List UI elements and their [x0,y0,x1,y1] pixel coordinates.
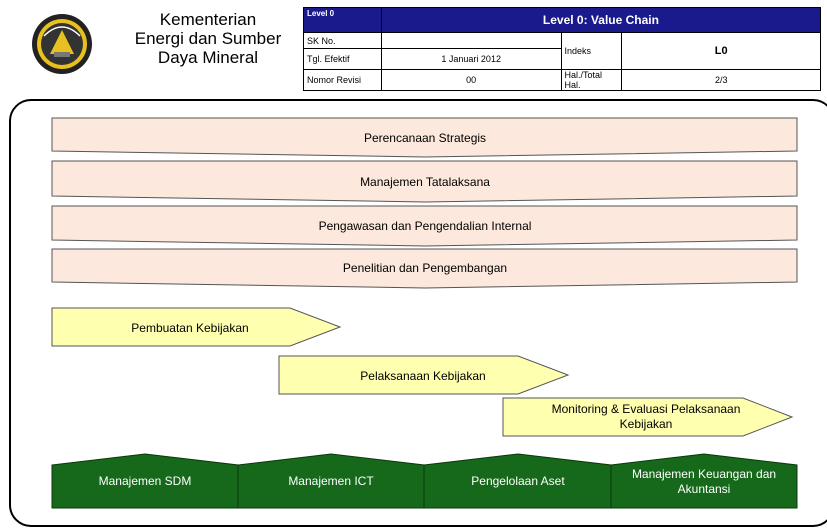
diagram-frame [9,99,827,527]
document-control-table: Level 0 Level 0: Value Chain SK No. Inde… [303,6,822,92]
core-step-2: Pelaksanaan Kebijakan [278,355,570,395]
sk-label: SK No. [303,32,382,50]
management-band-label-2: Manajemen Tatalaksana [360,175,490,189]
core-step-label-1: Pembuatan Kebijakan [131,321,248,335]
core-step-label-3b: Kebijakan [620,417,673,431]
support-block-4: Manajemen Keuangan dan Akuntansi [610,453,798,509]
core-step-label-3a: Monitoring & Evaluasi Pelaksanaan [552,402,741,416]
support-block-1: Manajemen SDM [51,453,239,509]
management-band-2: Manajemen Tatalaksana [51,160,798,203]
management-band-label-4: Penelitian dan Pengembangan [343,261,507,275]
management-band-3: Pengawasan dan Pengendalian Internal [51,205,798,247]
level-label: Level 0 [303,6,382,34]
hal-value: 2/3 [621,68,821,92]
management-band-label-1: Perencanaan Strategis [364,131,486,145]
nomor-revisi-label: Nomor Revisi [303,68,382,92]
support-block-3: Pengelolaan Aset [423,453,612,509]
org-name-line-2: Energi dan Sumber [134,29,282,48]
level-title: Level 0: Value Chain [380,6,822,34]
org-name-line-3: Daya Mineral [157,48,259,67]
core-step-3: Monitoring & Evaluasi Pelaksanaan Kebija… [502,397,794,437]
organization-name: Kementerian Energi dan Sumber Daya Miner… [118,10,298,67]
core-step-1: Pembuatan Kebijakan [51,307,342,347]
support-block-label-1: Manajemen SDM [99,474,192,488]
support-block-label-4a: Manajemen Keuangan dan [632,467,776,481]
management-band-1: Perencanaan Strategis [51,117,798,158]
indeks-label: Indeks [560,32,623,70]
management-band-label-3: Pengawasan dan Pengendalian Internal [319,219,532,233]
support-block-label-2: Manajemen ICT [288,474,374,488]
core-step-label-2: Pelaksanaan Kebijakan [360,369,485,383]
management-band-4: Penelitian dan Pengembangan [51,248,798,289]
esdm-emblem-icon [32,14,92,74]
support-block-2: Manajemen ICT [237,453,425,509]
hal-label: Hal./Total Hal. [560,68,623,92]
org-name-line-1: Kementerian [159,10,257,29]
support-block-label-3: Pengelolaan Aset [471,474,565,488]
support-block-label-4b: Akuntansi [678,482,731,496]
